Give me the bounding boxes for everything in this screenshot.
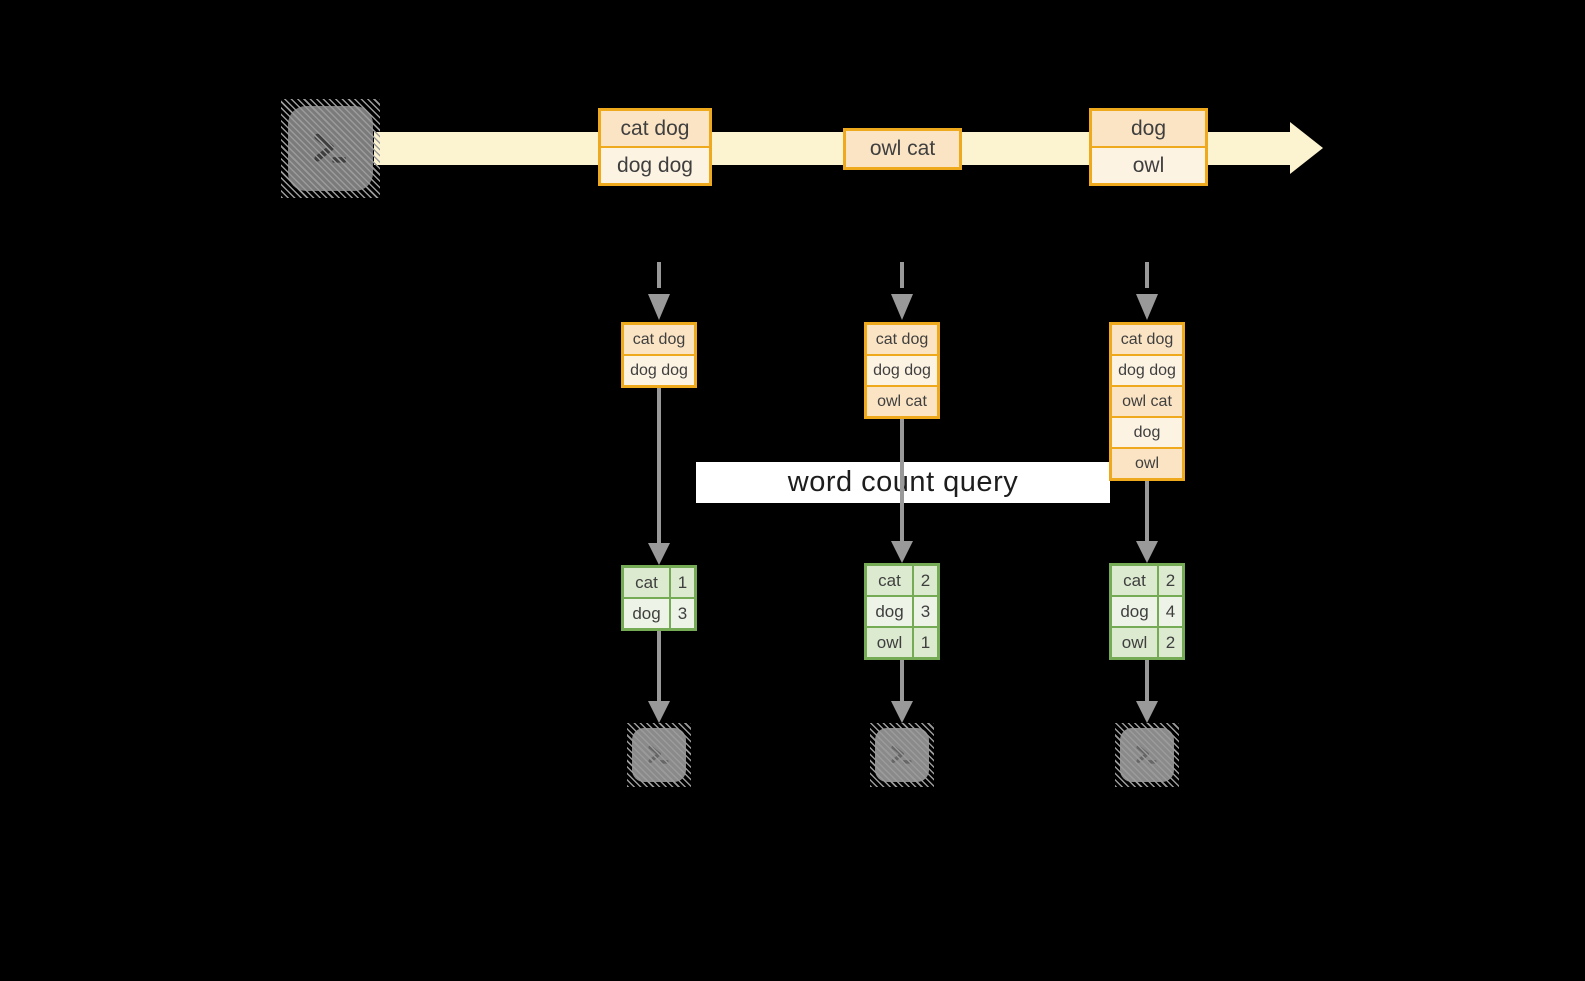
- input-record: dog: [1112, 418, 1182, 447]
- connector-line: [900, 419, 904, 541]
- arrowhead-icon: [1136, 701, 1158, 723]
- count-cell: 2: [1165, 571, 1176, 590]
- result-table-2: cat 2 dog 3 owl 1: [864, 563, 940, 660]
- input-record: owl cat: [1112, 387, 1182, 416]
- batch-record: dog dog: [601, 148, 709, 183]
- table-row: dog 4: [1112, 597, 1182, 626]
- dashed-arrow-icon: [1145, 262, 1149, 288]
- table-row: cat 1: [624, 568, 694, 597]
- count-cell: 2: [920, 571, 931, 590]
- sink-terminal-hatch: [627, 723, 691, 787]
- table-row: dog 3: [624, 599, 694, 628]
- input-stack-2: cat dog dog dog owl cat: [864, 322, 940, 419]
- word-cell: cat: [624, 568, 671, 597]
- arrowhead-icon: [1136, 294, 1158, 320]
- connector-line: [1145, 481, 1149, 541]
- arrowhead-icon: [1136, 541, 1158, 563]
- word-cell: dog: [1112, 597, 1159, 626]
- word-cell: cat: [1112, 566, 1159, 595]
- connector-line: [657, 388, 661, 543]
- arrowhead-icon: [648, 294, 670, 320]
- input-record: dog dog: [1112, 356, 1182, 385]
- input-record: dog dog: [867, 356, 937, 385]
- input-stack-1: cat dog dog dog: [621, 322, 697, 388]
- stream-batch-1: cat dog dog dog: [598, 108, 712, 186]
- batch-record: owl cat: [846, 131, 959, 167]
- word-cell: owl: [1112, 628, 1159, 657]
- input-record: dog dog: [624, 356, 694, 385]
- arrowhead-icon: [648, 543, 670, 565]
- word-cell: owl: [867, 628, 914, 657]
- input-record: cat dog: [867, 325, 937, 354]
- table-row: owl 2: [1112, 628, 1182, 657]
- batch-record: owl: [1092, 148, 1205, 183]
- input-stack-3: cat dog dog dog owl cat dog owl: [1109, 322, 1185, 481]
- stream-batch-3: dog owl: [1089, 108, 1208, 186]
- input-record: owl: [1112, 449, 1182, 478]
- source-terminal-hatch: [281, 99, 380, 198]
- batch-record: cat dog: [601, 111, 709, 146]
- count-cell: 2: [1165, 633, 1176, 652]
- arrowhead-icon: [648, 701, 670, 723]
- stream-arrowhead-icon: [1290, 122, 1323, 174]
- count-cell: 3: [920, 602, 931, 621]
- count-cell: 4: [1165, 602, 1176, 621]
- table-row: cat 2: [867, 566, 937, 595]
- input-record: cat dog: [624, 325, 694, 354]
- table-row: cat 2: [1112, 566, 1182, 595]
- connector-line: [900, 660, 904, 701]
- arrowhead-icon: [891, 541, 913, 563]
- result-table-1: cat 1 dog 3: [621, 565, 697, 631]
- count-cell: 1: [920, 633, 931, 652]
- sink-terminal-hatch: [870, 723, 934, 787]
- word-cell: cat: [867, 566, 914, 595]
- result-table-3: cat 2 dog 4 owl 2: [1109, 563, 1185, 660]
- sink-terminal-hatch: [1115, 723, 1179, 787]
- connector-line: [657, 631, 661, 701]
- word-cell: dog: [624, 599, 671, 628]
- count-cell: 1: [677, 573, 688, 592]
- batch-record: dog: [1092, 111, 1205, 146]
- connector-line: [1145, 660, 1149, 701]
- table-row: dog 3: [867, 597, 937, 626]
- arrowhead-icon: [891, 294, 913, 320]
- dashed-arrow-icon: [657, 262, 661, 288]
- dashed-arrow-icon: [900, 262, 904, 288]
- count-cell: 3: [677, 604, 688, 623]
- stream-batch-2: owl cat: [843, 128, 962, 170]
- arrowhead-icon: [891, 701, 913, 723]
- word-cell: dog: [867, 597, 914, 626]
- input-record: cat dog: [1112, 325, 1182, 354]
- input-record: owl cat: [867, 387, 937, 416]
- table-row: owl 1: [867, 628, 937, 657]
